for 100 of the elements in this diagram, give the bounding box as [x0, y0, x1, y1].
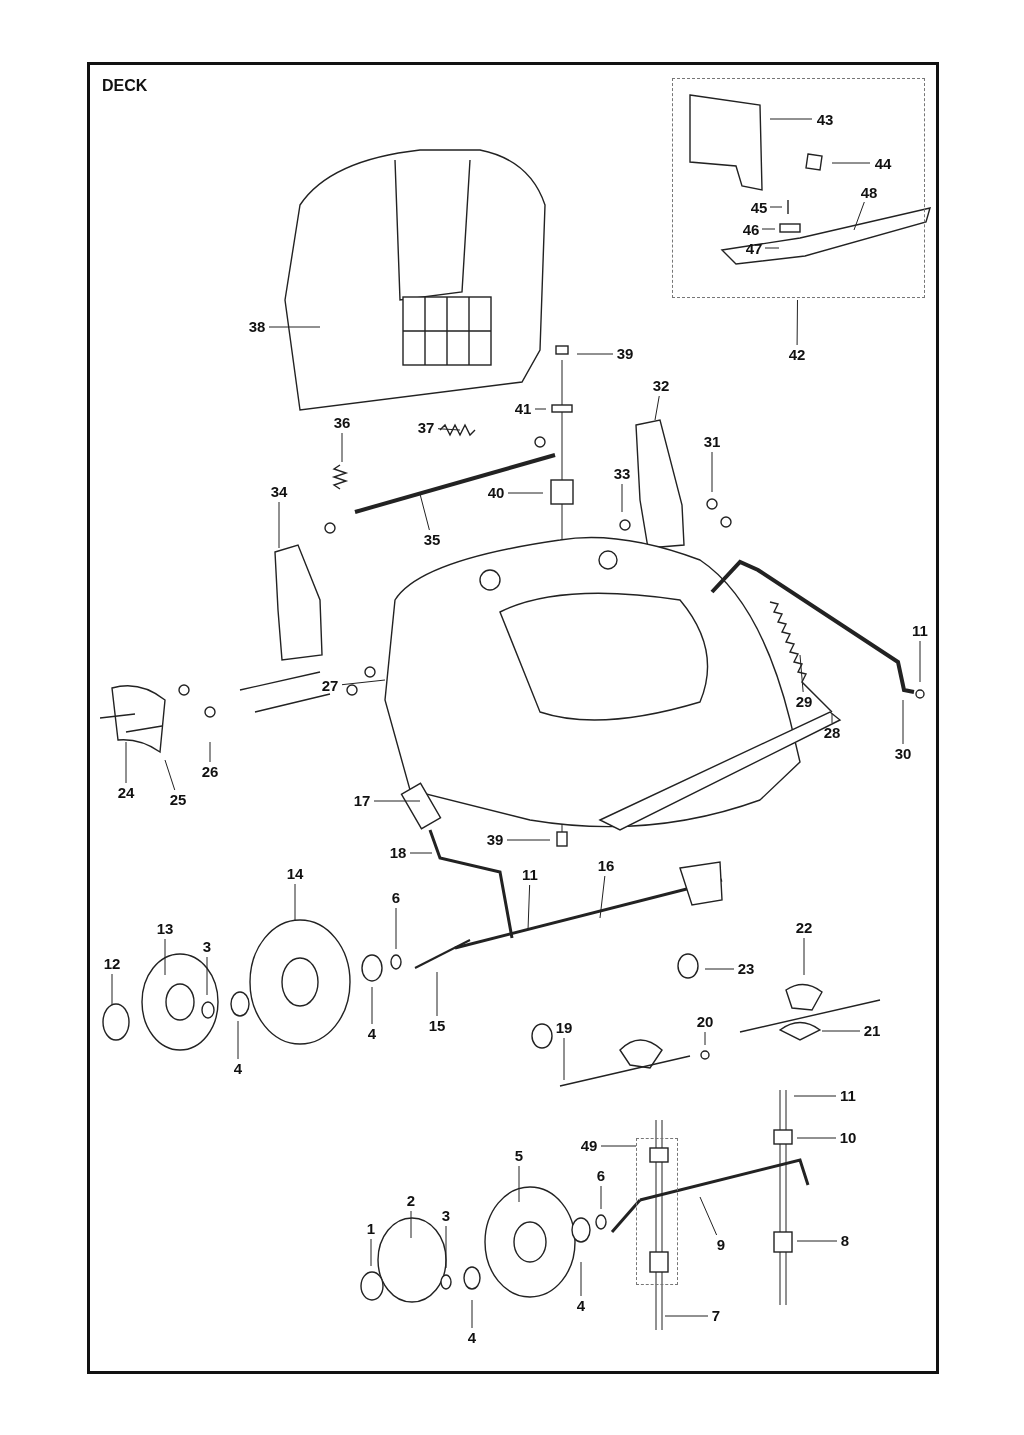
leader-line: [580, 1261, 582, 1297]
callout-number: 16: [596, 857, 616, 875]
callout-number: 5: [513, 1147, 525, 1165]
leader-line: [600, 1185, 602, 1210]
leader-line: [919, 640, 921, 683]
callout-number: 11: [520, 866, 540, 884]
leader-line: [370, 1238, 372, 1267]
callout-number: 20: [695, 1013, 715, 1031]
leader-line: [206, 956, 208, 996]
leader-line: [419, 493, 430, 531]
callout-number: 40: [486, 484, 506, 502]
leader-line: [796, 1240, 838, 1242]
callout-number: 41: [513, 400, 533, 418]
callout-number: 42: [787, 346, 807, 364]
callout-number: 23: [736, 960, 756, 978]
callout-number: 1: [365, 1220, 377, 1238]
leader-line: [796, 1137, 837, 1139]
leader-line: [853, 201, 865, 231]
callout-number: 2: [405, 1192, 417, 1210]
callout-number: 4: [366, 1025, 378, 1043]
leader-line: [209, 741, 211, 763]
leader-line: [471, 1299, 473, 1329]
dashed-group-frame: [636, 1138, 678, 1285]
leader-line: [436, 971, 438, 1017]
callout-number: 46: [741, 221, 761, 239]
leader-line: [821, 1030, 861, 1032]
leader-line: [563, 1037, 565, 1081]
callout-number: 44: [873, 155, 893, 173]
leader-line: [793, 1095, 837, 1097]
leader-line: [803, 937, 805, 976]
callout-number: 12: [102, 955, 122, 973]
leader-line: [534, 408, 547, 410]
leader-line: [294, 883, 296, 921]
leader-line: [237, 1020, 239, 1060]
callout-number: 31: [702, 433, 722, 451]
leader-line: [371, 986, 373, 1025]
callout-number: 34: [269, 483, 289, 501]
leader-line: [769, 118, 813, 120]
leader-line: [704, 1031, 706, 1046]
leader-line: [445, 1225, 447, 1269]
leader-line: [761, 228, 776, 230]
callout-number: 26: [200, 763, 220, 781]
callout-number: 21: [862, 1022, 882, 1040]
callout-number: 45: [749, 199, 769, 217]
leader-line: [125, 741, 127, 784]
callout-number: 27: [320, 677, 340, 695]
dashed-group-frame: [672, 78, 925, 298]
callout-number: 4: [466, 1329, 478, 1347]
leader-line: [395, 907, 397, 950]
callout-number: 43: [815, 111, 835, 129]
diagram-title: DECK: [102, 77, 148, 95]
callout-number: 39: [485, 831, 505, 849]
callout-number: 48: [859, 184, 879, 202]
callout-number: 47: [744, 240, 764, 258]
callout-number: 10: [838, 1129, 858, 1147]
leader-line: [527, 884, 531, 931]
callout-number: 36: [332, 414, 352, 432]
callout-number: 28: [822, 724, 842, 742]
callout-number: 6: [595, 1167, 607, 1185]
callout-number: 13: [155, 920, 175, 938]
leader-line: [796, 299, 798, 346]
callout-number: 17: [352, 792, 372, 810]
leader-line: [164, 938, 166, 976]
callout-number: 24: [116, 784, 136, 802]
leader-line: [437, 428, 461, 431]
leader-line: [373, 800, 421, 802]
callout-number: 11: [910, 622, 930, 640]
leader-line: [518, 1165, 520, 1203]
callout-number: 22: [794, 919, 814, 937]
callout-number: 37: [416, 419, 436, 437]
callout-number: 8: [839, 1232, 851, 1250]
callout-number: 9: [715, 1236, 727, 1254]
callout-number: 33: [612, 465, 632, 483]
leader-line: [764, 247, 780, 249]
leader-line: [164, 759, 176, 791]
leader-line: [599, 875, 606, 919]
leader-line: [654, 395, 660, 421]
callout-number: 15: [427, 1017, 447, 1035]
callout-number: 49: [579, 1137, 599, 1155]
leader-line: [831, 162, 871, 164]
callout-number: 14: [285, 865, 305, 883]
leader-line: [799, 654, 804, 693]
callout-number: 3: [201, 938, 213, 956]
callout-number: 11: [838, 1087, 858, 1105]
callout-number: 3: [440, 1207, 452, 1225]
leader-line: [769, 206, 783, 208]
leader-line: [664, 1315, 709, 1317]
callout-number: 38: [247, 318, 267, 336]
callout-number: 6: [390, 889, 402, 907]
callout-number: 29: [794, 693, 814, 711]
leader-line: [600, 1145, 637, 1147]
leader-line: [699, 1196, 718, 1236]
leader-line: [341, 679, 386, 686]
leader-line: [111, 973, 113, 1006]
callout-number: 39: [615, 345, 635, 363]
callout-number: 19: [554, 1019, 574, 1037]
leader-line: [576, 353, 614, 355]
leader-line: [711, 451, 713, 493]
leader-line: [410, 1210, 412, 1239]
callout-number: 7: [710, 1307, 722, 1325]
